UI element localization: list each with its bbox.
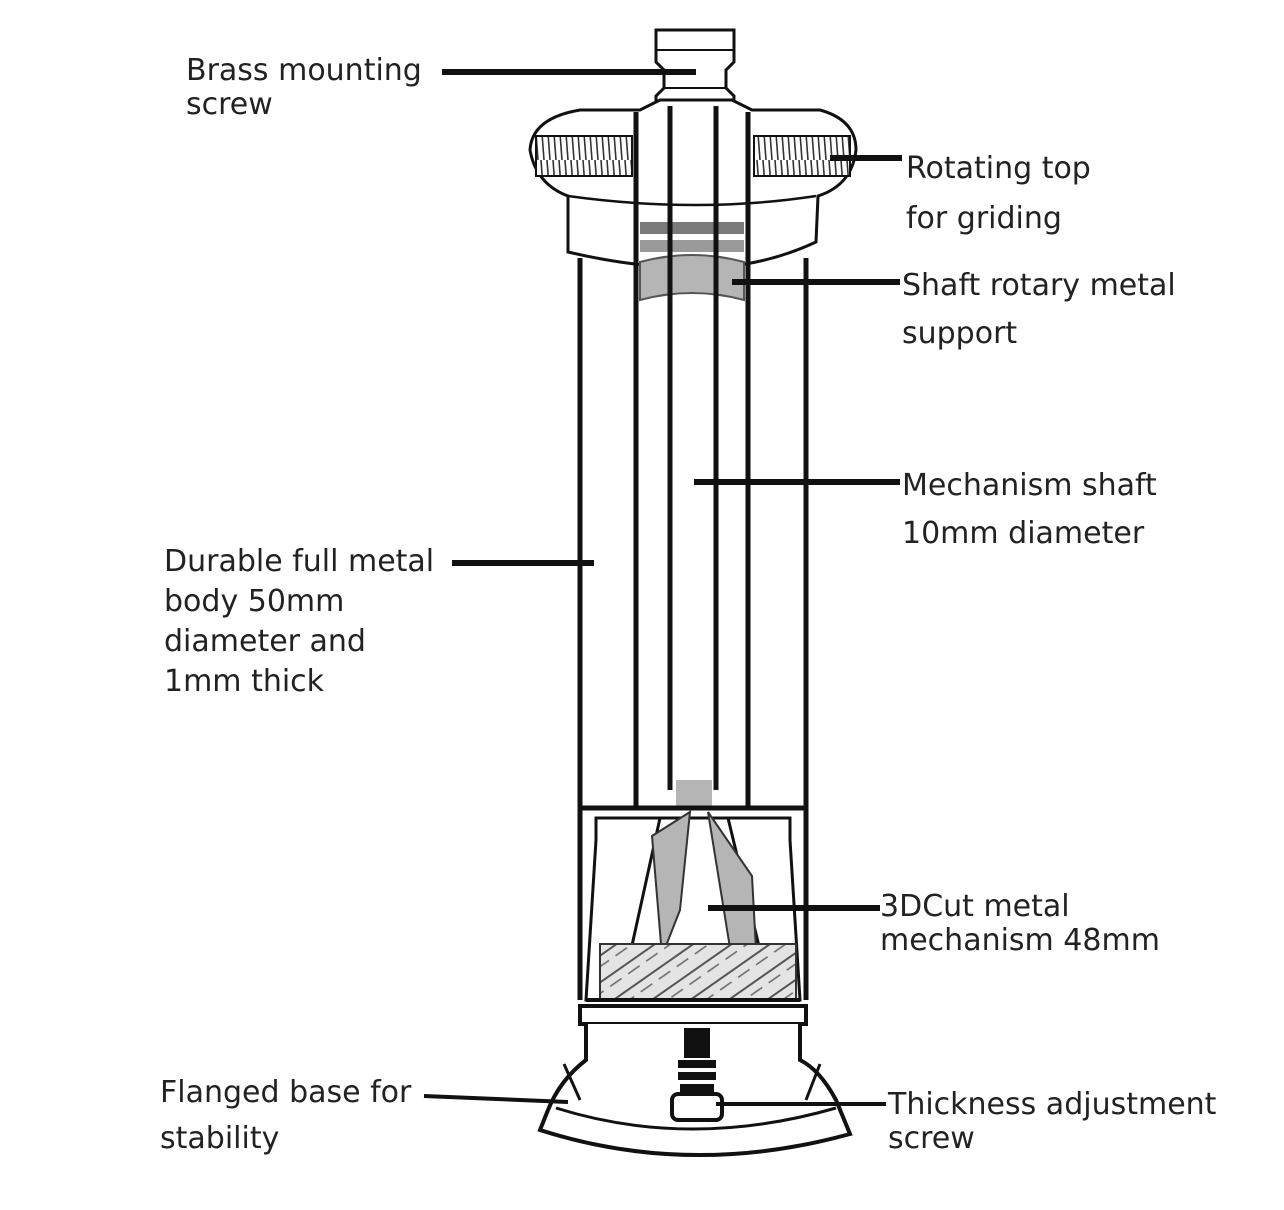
- label-metal-body: Durable full metal body 50mm diameter an…: [164, 544, 435, 699]
- shaft-rotary-metal-support: [639, 222, 745, 302]
- label-mechanism-shaft: Mechanism shaft 10mm diameter: [902, 468, 1157, 551]
- label-flanged-base: Flanged base for stability: [160, 1075, 412, 1156]
- label-shaft-rotary-support: Shaft rotary metal support: [902, 268, 1176, 351]
- label-brass-mounting-screw: Brass mounting screw: [186, 53, 422, 122]
- label-thickness-adjustment-screw: Thickness adjustment screw: [888, 1087, 1217, 1156]
- leader-flanged-base: [423, 1094, 569, 1104]
- label-3dcut-mechanism: 3DCut metal mechanism 48mm: [880, 889, 1160, 958]
- leader-lines: [423, 69, 902, 1106]
- label-rotating-top: Rotating top for griding: [906, 151, 1091, 236]
- metal-body: [577, 258, 809, 1000]
- mechanism-shaft: [667, 106, 719, 810]
- inner-sleeve: [633, 112, 751, 808]
- grinding-mechanism: [578, 805, 808, 1026]
- brass-mounting-screw: [654, 28, 736, 108]
- rotating-top: [528, 98, 858, 270]
- thickness-adjustment-screw: [670, 1028, 724, 1122]
